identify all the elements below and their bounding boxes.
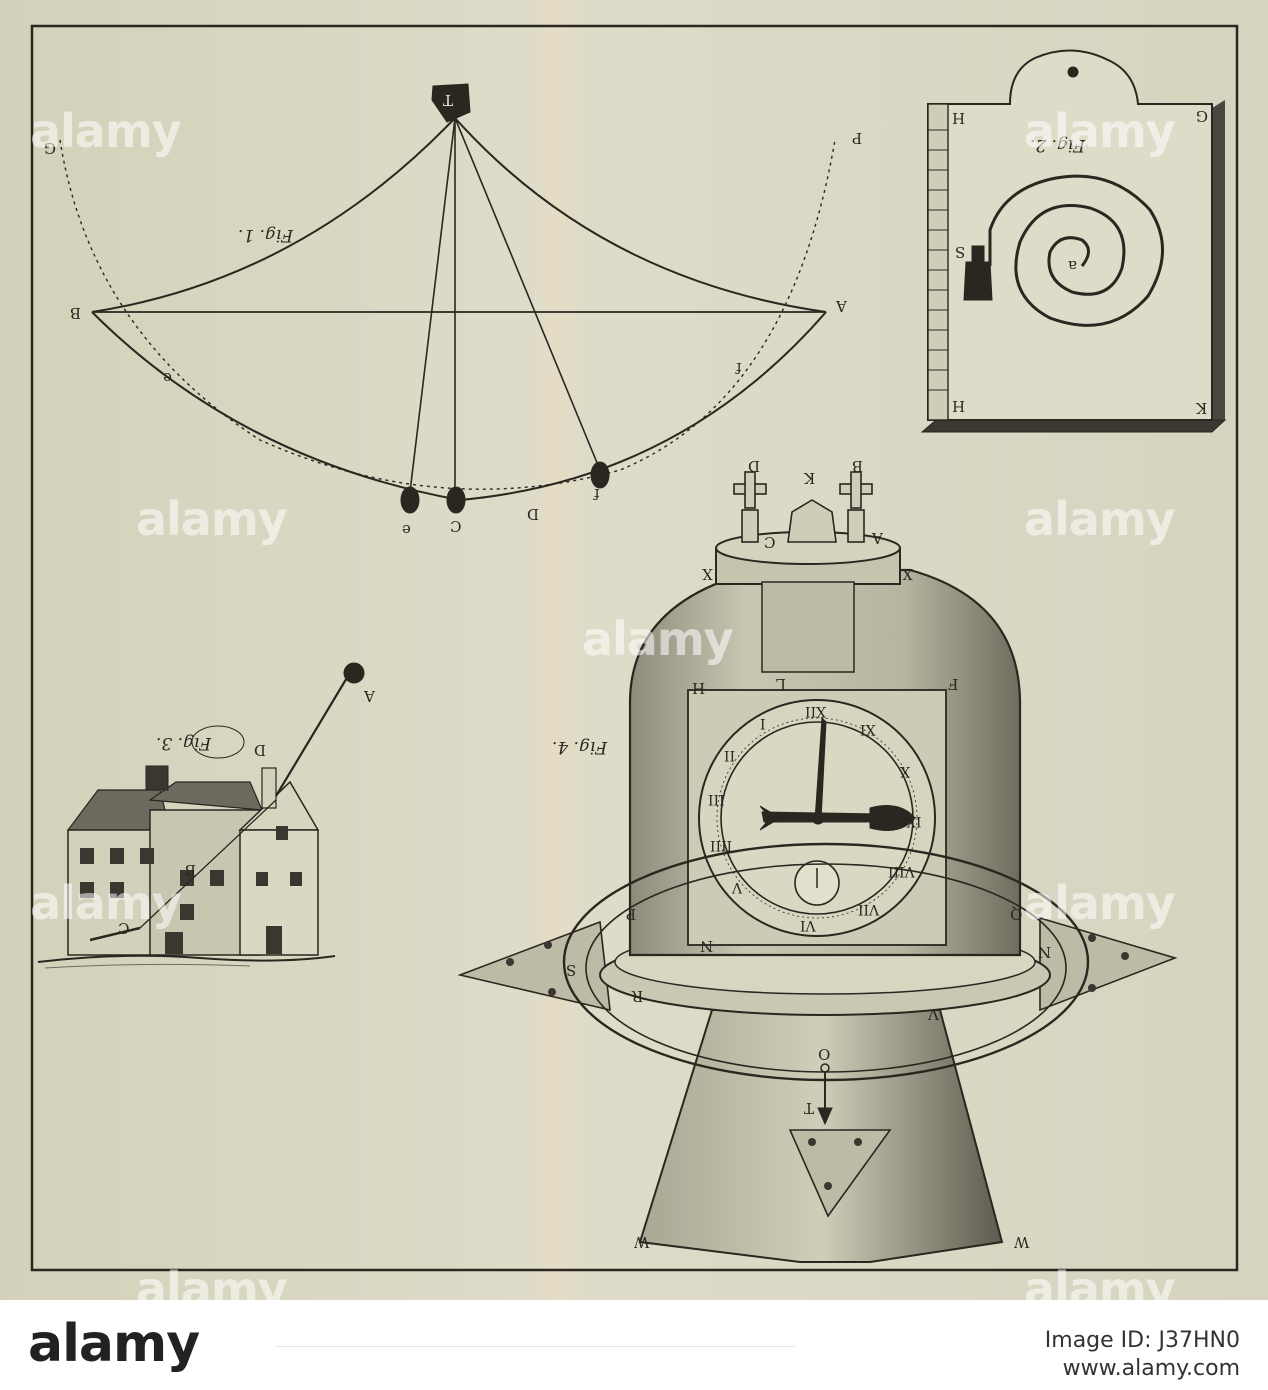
watermark: alamy (1024, 876, 1176, 930)
watermark: alamy (1024, 104, 1176, 158)
fig2-spiral-panel (920, 49, 1227, 433)
engraving-drawing (0, 0, 1268, 1300)
alamy-logo[interactable]: alamy (28, 1314, 200, 1374)
image-id: Image ID: J37HN0 (1044, 1328, 1240, 1353)
watermark: alamy (136, 492, 288, 546)
fig1-pendulum (59, 83, 836, 514)
fig3-house (37, 662, 365, 969)
watermark: alamy (30, 104, 182, 158)
footer-divider (275, 1346, 795, 1347)
footer-url[interactable]: www.alamy.com (1062, 1356, 1240, 1381)
plate-border (30, 24, 1239, 1272)
watermark: alamy (30, 876, 182, 930)
engraving-plate: Fig. 1. Fig. 2. Fig. 3. Fig. 4. T G P B … (0, 0, 1268, 1300)
fig4-clock (457, 471, 1178, 1263)
watermark: alamy (582, 612, 734, 666)
stock-footer: alamy Image ID: J37HN0 www.alamy.com (0, 1300, 1268, 1390)
watermark: alamy (1024, 492, 1176, 546)
